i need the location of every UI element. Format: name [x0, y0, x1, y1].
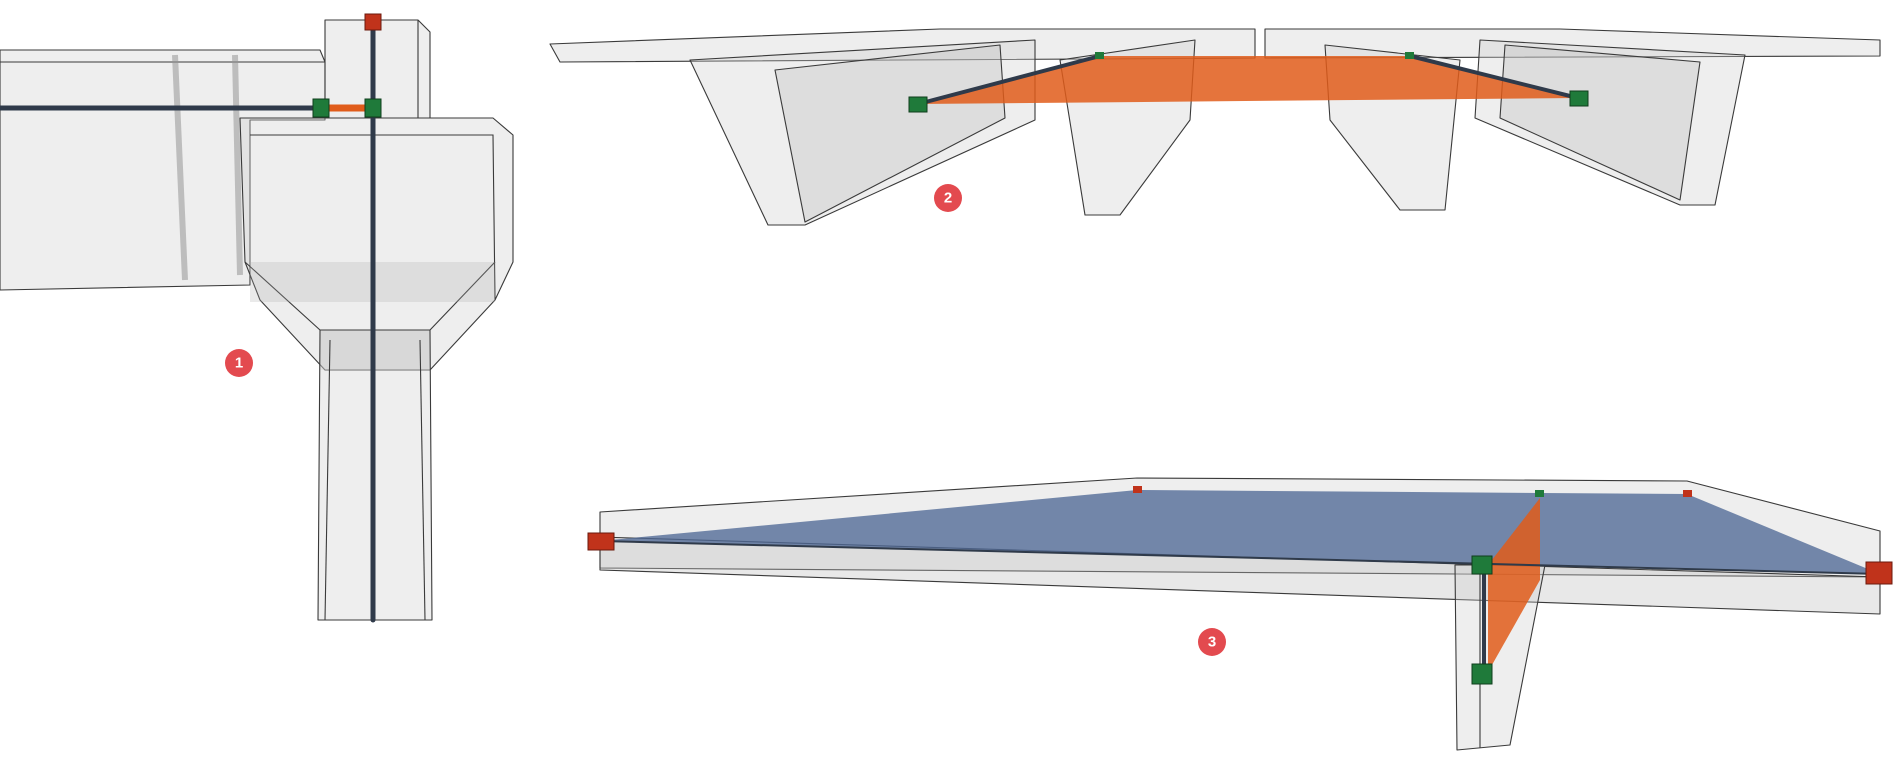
node-green[interactable] — [1405, 52, 1414, 59]
slab-analytical-surface — [600, 490, 1880, 574]
node-red[interactable] — [1133, 486, 1142, 493]
node-green[interactable] — [312, 98, 330, 118]
girder-1-side — [774, 44, 1006, 223]
deck-edge-axis-left — [916, 54, 1102, 106]
node-green[interactable] — [1569, 90, 1589, 107]
marker-label-2: 2 — [944, 190, 952, 207]
marker-label-3: 3 — [1208, 634, 1216, 651]
capital-chamfer-left — [244, 261, 321, 331]
deck-analytical-surface — [918, 56, 1578, 104]
node-red[interactable] — [1683, 490, 1692, 497]
node-green[interactable] — [364, 98, 382, 118]
marker-badge-circle — [225, 349, 253, 377]
node-green[interactable] — [908, 96, 928, 113]
beam-haunch-edge — [172, 54, 188, 281]
girder-4-side — [1499, 44, 1701, 201]
marker-label-1: 1 — [235, 355, 243, 372]
node-green[interactable] — [1471, 663, 1493, 685]
node-red[interactable] — [1865, 561, 1893, 585]
wall-analytical-surface — [1488, 498, 1540, 672]
beam-haunch-edge-2 — [232, 54, 243, 276]
column-capital — [239, 117, 514, 371]
marker-badge-circle — [934, 184, 962, 212]
marker-badge-1: 1 — [225, 349, 253, 377]
node-green[interactable] — [1095, 52, 1104, 59]
marker-badge-circle — [1198, 628, 1226, 656]
beam-top-face — [0, 49, 326, 63]
deck-slab-right — [1264, 28, 1881, 59]
deck-edge-axis-right — [1408, 54, 1580, 100]
capital-chamfer-right — [429, 261, 496, 331]
node-red[interactable] — [587, 532, 615, 551]
girder-4 — [1474, 39, 1746, 206]
column-shaft-edge — [324, 339, 331, 621]
node-green[interactable] — [1471, 555, 1493, 575]
view-1-column-beam-junction: 1 — [0, 13, 514, 623]
marker-badge-2: 2 — [934, 184, 962, 212]
capital-inner-edge — [250, 134, 496, 301]
slab-axis-line — [599, 540, 1881, 575]
node-red[interactable] — [364, 13, 382, 31]
node-green[interactable] — [1535, 490, 1544, 497]
view-3-slab-with-wall: 3 — [587, 477, 1893, 751]
girder-1 — [689, 39, 1036, 226]
column-shaft-edge-2 — [419, 339, 426, 621]
deck-slab-left — [549, 28, 1256, 63]
marker-badge-3: 3 — [1198, 628, 1226, 656]
view-2-bridge-deck: 2 — [549, 28, 1881, 226]
